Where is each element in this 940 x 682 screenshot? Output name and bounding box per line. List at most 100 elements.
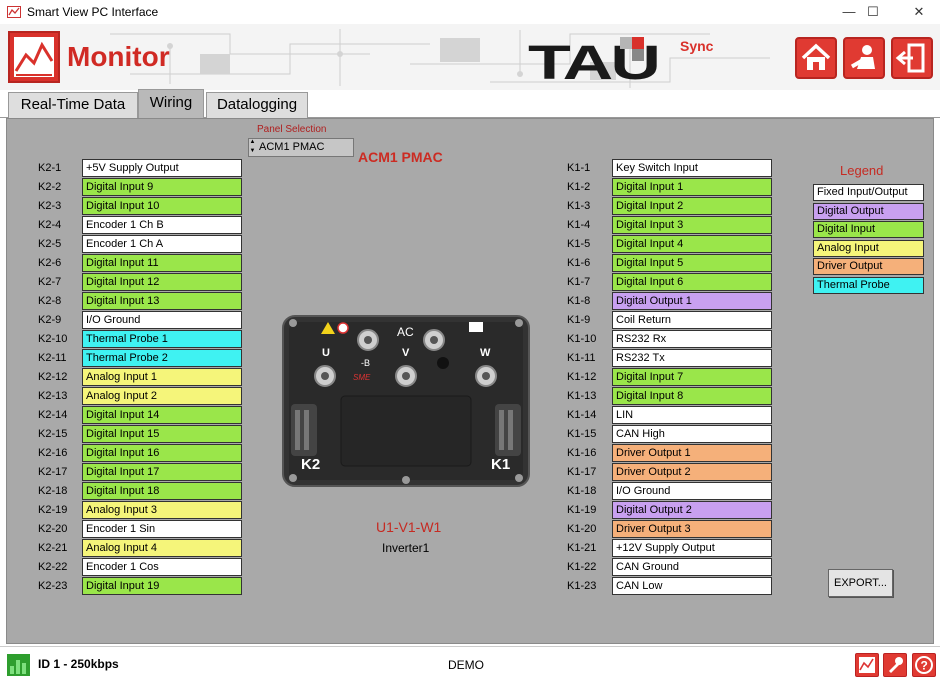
pin-label: K2-5 (38, 238, 62, 250)
pin-function-field: CAN High (612, 425, 772, 443)
pin-function-field: Encoder 1 Ch A (82, 235, 242, 253)
minimize-button[interactable]: — (842, 4, 856, 19)
export-button[interactable]: EXPORT... (828, 569, 893, 597)
mode-label: DEMO (448, 658, 484, 672)
monitor-button[interactable] (855, 653, 879, 677)
pin-label: K2-14 (38, 409, 68, 421)
inverter-label: Inverter1 (382, 541, 430, 555)
page-title: Monitor (67, 41, 170, 72)
pin-label: K2-13 (38, 390, 68, 402)
pin-label: K2-23 (38, 580, 68, 592)
pin-function-field: Thermal Probe 1 (82, 330, 242, 348)
pin-label: K1-7 (567, 276, 591, 288)
maximize-button[interactable]: ☐ (867, 4, 879, 19)
pin-label: K1-4 (567, 219, 591, 231)
svg-text:SME: SME (353, 373, 371, 382)
svg-text:AC: AC (397, 325, 414, 339)
pin-function-field: Coil Return (612, 311, 772, 329)
pin-label: K2-1 (38, 162, 62, 174)
legend-item: Driver Output (813, 258, 924, 275)
pin-function-field: I/O Ground (612, 482, 772, 500)
home-button[interactable] (795, 37, 837, 79)
pin-function-field: RS232 Rx (612, 330, 772, 348)
pin-label: K2-19 (38, 504, 68, 516)
pin-function-field: Driver Output 2 (612, 463, 772, 481)
pin-label: K2-10 (38, 333, 68, 345)
exit-icon (895, 43, 925, 73)
pin-function-field: Thermal Probe 2 (82, 349, 242, 367)
pin-function-field: Key Switch Input (612, 159, 772, 177)
tab-bar: Real-Time Data Wiring Datalogging (0, 89, 940, 119)
pin-label: K1-5 (567, 238, 591, 250)
pin-label: K2-17 (38, 466, 68, 478)
pin-function-field: Encoder 1 Sin (82, 520, 242, 538)
monitor-logo-icon (8, 31, 60, 83)
pin-function-field: Digital Input 2 (612, 197, 772, 215)
pin-label: K1-11 (567, 352, 596, 364)
pin-label: K2-9 (38, 314, 62, 326)
pin-function-field: Driver Output 3 (612, 520, 772, 538)
svg-text:K1: K1 (491, 456, 510, 473)
pin-label: K2-3 (38, 200, 62, 212)
pin-label: K1-3 (567, 200, 591, 212)
pin-function-field: Driver Output 1 (612, 444, 772, 462)
header-banner: Monitor TAU Sync (0, 24, 940, 90)
pin-function-field: Digital Input 16 (82, 444, 242, 462)
pin-function-field: Digital Input 8 (612, 387, 772, 405)
pin-function-field: Digital Input 9 (82, 178, 242, 196)
svg-text:-B: -B (361, 358, 370, 368)
close-button[interactable]: ✕ (913, 4, 925, 19)
pin-function-field: Digital Input 11 (82, 254, 242, 272)
panel-selection-spinner-icon[interactable]: ▲▼ (249, 139, 256, 154)
svg-text:K2: K2 (301, 456, 320, 473)
pin-label: K1-20 (567, 523, 597, 535)
pin-label: K1-12 (567, 371, 597, 383)
pin-label: K1-2 (567, 181, 591, 193)
exit-button[interactable] (891, 37, 933, 79)
pin-label: K2-20 (38, 523, 68, 535)
pin-label: K2-12 (38, 371, 68, 383)
svg-text:Sync: Sync (680, 38, 714, 54)
panel-selection-select[interactable]: ACM1 PMAC (248, 138, 354, 157)
pin-function-field: Analog Input 4 (82, 539, 242, 557)
user-settings-icon (850, 45, 875, 69)
pin-function-field: +12V Supply Output (612, 539, 772, 557)
pin-function-field: Analog Input 2 (82, 387, 242, 405)
help-button[interactable]: ? (912, 653, 936, 677)
pin-function-field: Digital Input 18 (82, 482, 242, 500)
pin-label: K1-16 (567, 447, 597, 459)
pin-function-field: Digital Input 19 (82, 577, 242, 595)
pin-label: K2-11 (38, 352, 67, 364)
window-title: Smart View PC Interface (27, 5, 159, 19)
motor-phases-label: U1-V1-W1 (376, 519, 442, 535)
pin-function-field: Encoder 1 Ch B (82, 216, 242, 234)
pin-label: K1-19 (567, 504, 597, 516)
tool-icon (889, 657, 903, 673)
tab-wiring[interactable]: Wiring (138, 89, 204, 119)
pin-label: K1-17 (567, 466, 597, 478)
pin-label: K1-21 (567, 542, 597, 554)
pin-function-field: Digital Input 15 (82, 425, 242, 443)
pin-label: K1-14 (567, 409, 597, 421)
home-icon (801, 43, 831, 70)
pin-label: K2-8 (38, 295, 62, 307)
legend-item: Thermal Probe (813, 276, 924, 294)
pin-label: K1-6 (567, 257, 591, 269)
tab-real-time-data[interactable]: Real-Time Data (8, 92, 138, 118)
pin-label: K2-7 (38, 276, 62, 288)
tool-button[interactable] (883, 653, 907, 677)
pin-function-field: CAN Ground (612, 558, 772, 576)
user-settings-button[interactable] (843, 37, 885, 79)
pin-function-field: Digital Input 17 (82, 463, 242, 481)
app-icon (7, 6, 21, 18)
pin-label: K1-9 (567, 314, 591, 326)
pin-label: K2-16 (38, 447, 68, 459)
pin-label: K2-18 (38, 485, 68, 497)
pin-label: K1-23 (567, 580, 597, 592)
pin-function-field: CAN Low (612, 577, 772, 595)
pin-function-field: LIN (612, 406, 772, 424)
pin-label: K1-1 (567, 162, 591, 174)
pin-function-field: Digital Input 12 (82, 273, 242, 291)
tab-datalogging[interactable]: Datalogging (206, 92, 308, 118)
pin-label: K1-8 (567, 295, 591, 307)
